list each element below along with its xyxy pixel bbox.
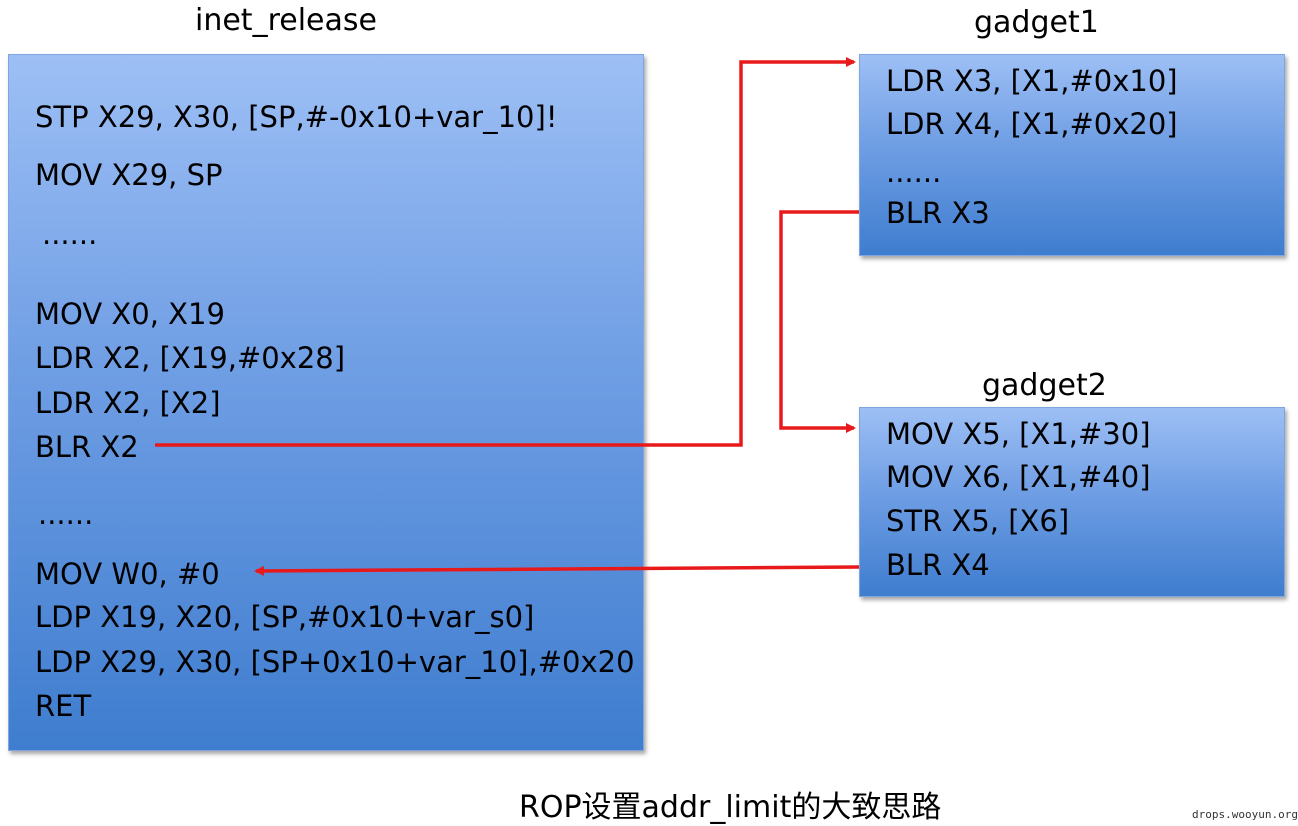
gadget1-line-3: ...... <box>886 155 942 189</box>
inet-release-line-7: BLR X2 <box>35 430 139 464</box>
inet-release-title: inet_release <box>195 3 377 38</box>
inet-release-line-6: LDR X2, [X2] <box>35 386 221 420</box>
gadget2-line-3: STR X5, [X6] <box>886 504 1070 538</box>
inet-release-line-4: MOV X0, X19 <box>35 297 225 331</box>
inet-release-line-10: LDP X19, X20, [SP,#0x10+var_s0] <box>35 600 535 634</box>
gadget2-line-2: MOV X6, [X1,#40] <box>886 460 1151 494</box>
gadget2-line-1: MOV X5, [X1,#30] <box>886 417 1151 451</box>
gadget1-line-2: LDR X4, [X1,#0x20] <box>886 107 1178 141</box>
gadget2-line-4: BLR X4 <box>886 548 990 582</box>
diagram-caption: ROP设置addr_limit的大致思路 <box>519 790 942 825</box>
inet-release-line-12: RET <box>35 689 92 723</box>
gadget2-title: gadget2 <box>982 368 1107 403</box>
watermark: drops.wooyun.org <box>1192 808 1298 821</box>
gadget1-box <box>859 54 1285 256</box>
inet-release-line-9: MOV W0, #0 <box>35 557 220 591</box>
gadget1-line-1: LDR X3, [X1,#0x10] <box>886 64 1178 98</box>
inet-release-line-2: MOV X29, SP <box>35 158 223 192</box>
inet-release-line-1: STP X29, X30, [SP,#-0x10+var_10]! <box>35 100 558 134</box>
gadget1-line-4: BLR X3 <box>886 196 990 230</box>
inet-release-line-3: ...... <box>42 217 98 251</box>
inet-release-line-11: LDP X29, X30, [SP+0x10+var_10],#0x20 <box>35 645 635 679</box>
arrow-blr-x3-to-gadget2 <box>779 210 859 433</box>
gadget2-box <box>859 407 1285 597</box>
arrow-blr-x4-to-mov-w0 <box>254 565 860 576</box>
gadget1-title: gadget1 <box>974 5 1099 40</box>
inet-release-box <box>8 54 644 751</box>
inet-release-line-5: LDR X2, [X19,#0x28] <box>35 341 346 375</box>
inet-release-line-8: ...... <box>38 497 94 531</box>
arrow-blr-x2-to-gadget1 <box>155 57 856 447</box>
